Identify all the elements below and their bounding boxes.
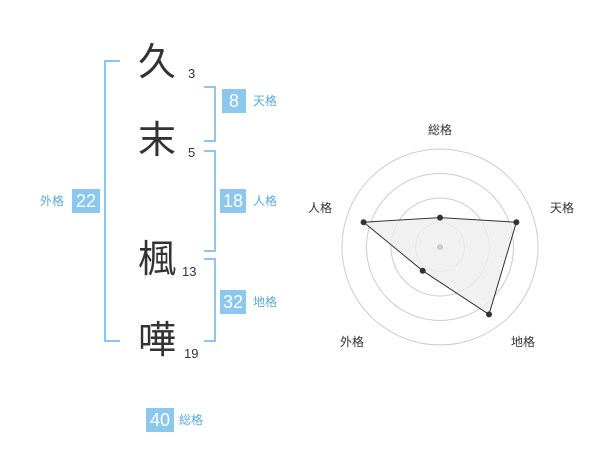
radar-ring [366,173,514,321]
radar-point-2 [513,219,520,226]
radar-point-3 [486,311,492,318]
soukaku-badge: 40 [146,408,174,432]
radar-axis-gaikaku: 外格 [340,334,364,349]
name-char-2: 末 [138,118,177,162]
radar-ring [341,148,539,346]
gaikaku-bracket [104,60,120,342]
radar-points [360,214,520,318]
chikaku-label: 地格 [253,295,278,309]
gaikaku-label: 外格 [40,194,65,208]
tenkaku-badge: 8 [222,89,246,113]
radar-point-5 [360,219,367,226]
name-char-4: 嘩 [138,318,177,362]
radar-axis-chikaku: 地格 [511,334,535,349]
radar-point-1 [437,214,443,221]
radar-axis-jinkaku: 人格 [308,200,332,215]
radar-center-dot [437,244,443,250]
tenkaku-label: 天格 [253,94,278,108]
stroke-count-2: 5 [188,145,196,160]
jinkaku-label: 人格 [253,194,278,208]
name-char-1: 久 [138,40,177,84]
radar-point-4 [419,267,426,274]
fortune-radar-chart: 総格 天格 地格 外格 人格 [308,122,574,349]
radar-value-polygon [362,217,518,316]
tenkaku-bracket [204,86,216,142]
stroke-count-1: 3 [188,66,196,81]
stroke-count-3: 13 [182,264,197,279]
chikaku-badge: 32 [220,290,246,314]
radar-axis-soukaku: 総格 [428,122,452,137]
gaikaku-badge: 22 [72,189,100,213]
jinkaku-badge: 18 [220,189,246,213]
stroke-count-4: 19 [184,346,199,361]
soukaku-label: 総格 [179,413,204,427]
chikaku-bracket [204,258,216,342]
jinkaku-bracket [204,150,216,252]
name-char-3: 楓 [138,237,177,281]
radar-axis-tenkaku: 天格 [550,200,574,215]
